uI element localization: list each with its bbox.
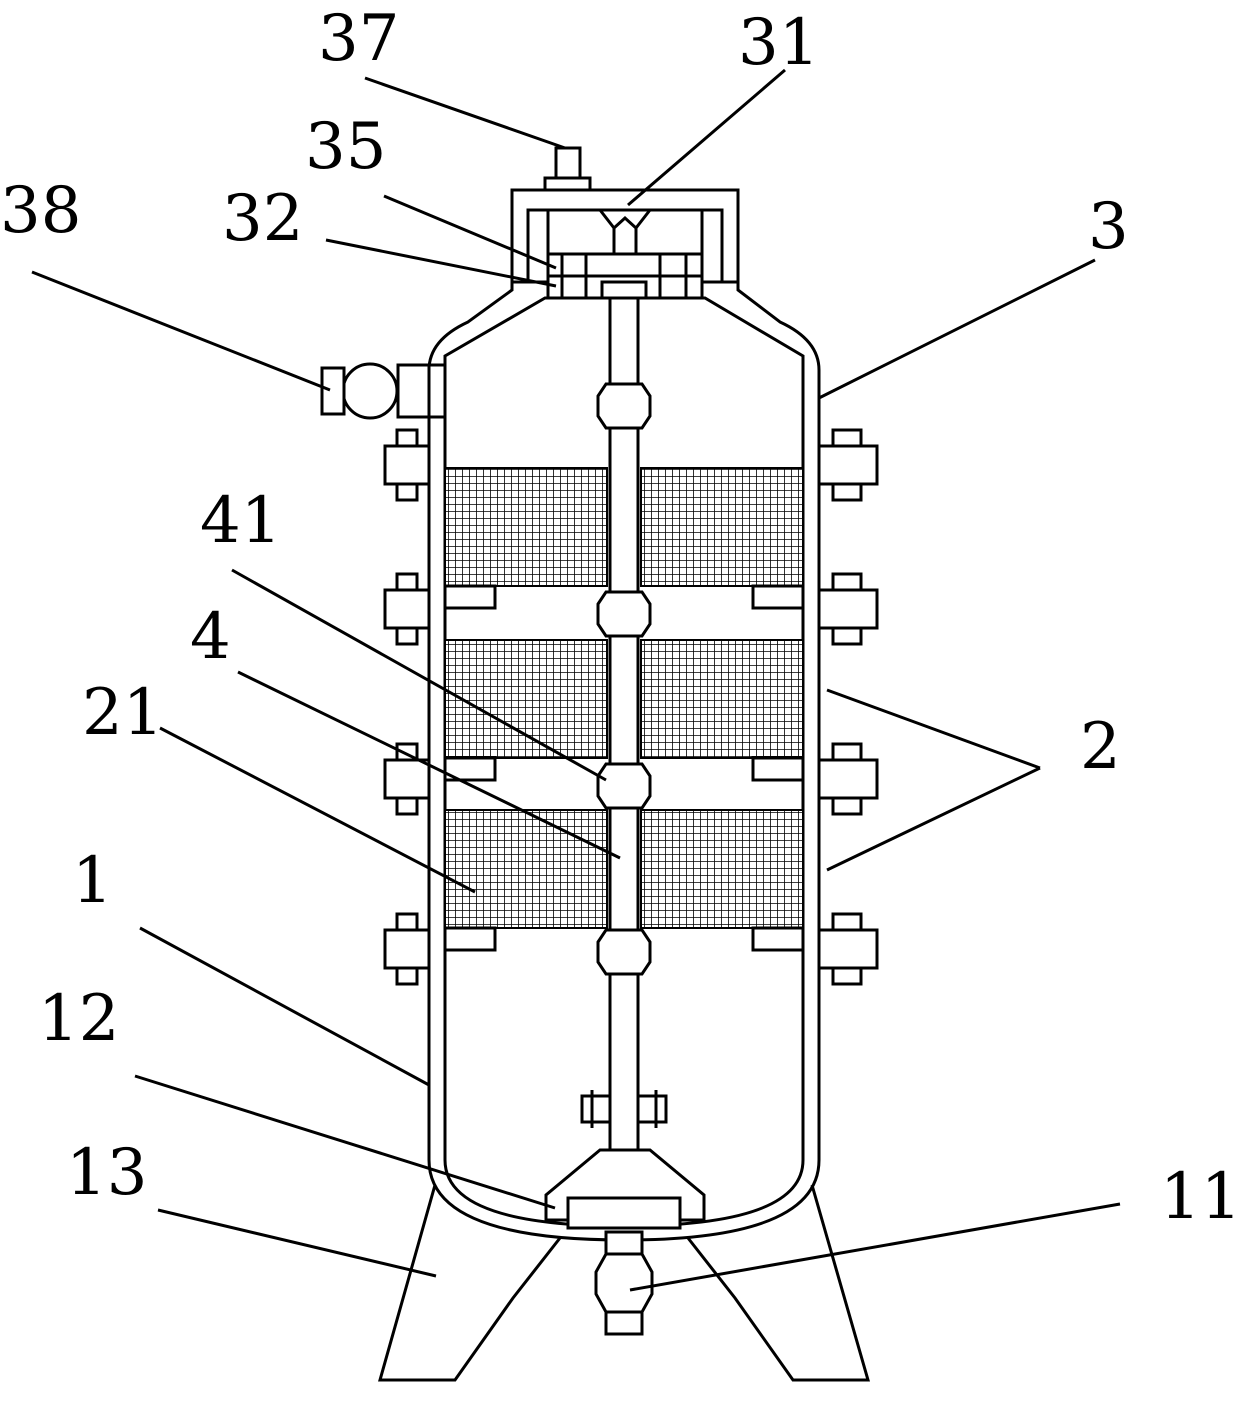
top-cover	[510, 188, 740, 282]
top-flange-plate	[546, 252, 704, 300]
label-1: 1	[72, 844, 113, 918]
label-37: 37	[318, 2, 399, 76]
label-35: 35	[305, 110, 386, 184]
flange-4	[383, 912, 879, 986]
label-2: 2	[1080, 710, 1121, 784]
label-31: 31	[738, 6, 819, 80]
bottom-distributor	[544, 1148, 706, 1230]
vessel-outer-shell	[427, 280, 821, 1242]
pipe-couplings	[596, 382, 652, 976]
label-12: 12	[38, 982, 119, 1056]
top-vent-fitting	[543, 146, 592, 192]
label-32: 32	[222, 182, 303, 256]
filter-layer-2-left	[444, 639, 608, 759]
filter-layers	[444, 467, 804, 929]
filter-layer-3-left	[444, 809, 608, 929]
label-21: 21	[82, 676, 163, 750]
pipe-bolt-set	[580, 1090, 668, 1128]
bottom-outlet	[594, 1230, 654, 1336]
filter-layer-1-left	[444, 467, 608, 587]
flange-1	[383, 428, 879, 502]
cover-boss-right	[634, 208, 704, 256]
support-ledges	[443, 584, 805, 952]
cover-boss-left	[546, 208, 616, 256]
reference-numerals: 37 31 35 38 32 3 41 4 21 2 1 12 13 11	[0, 2, 1241, 1234]
label-38: 38	[0, 174, 81, 248]
flange-3	[383, 742, 879, 816]
filter-layer-1-right	[640, 467, 804, 587]
central-pipe	[580, 296, 668, 1160]
filter-layer-2-right	[640, 639, 804, 759]
filter-layer-3-right	[640, 809, 804, 929]
flange-2	[383, 572, 879, 646]
label-3: 3	[1088, 190, 1129, 264]
label-41: 41	[200, 484, 281, 558]
leader-lines	[31, 68, 1121, 1292]
label-4: 4	[190, 600, 231, 674]
vessel-flanges	[383, 428, 879, 986]
label-11: 11	[1160, 1160, 1241, 1234]
label-13: 13	[66, 1136, 147, 1210]
side-valve	[320, 362, 447, 420]
support-legs	[378, 1184, 870, 1382]
